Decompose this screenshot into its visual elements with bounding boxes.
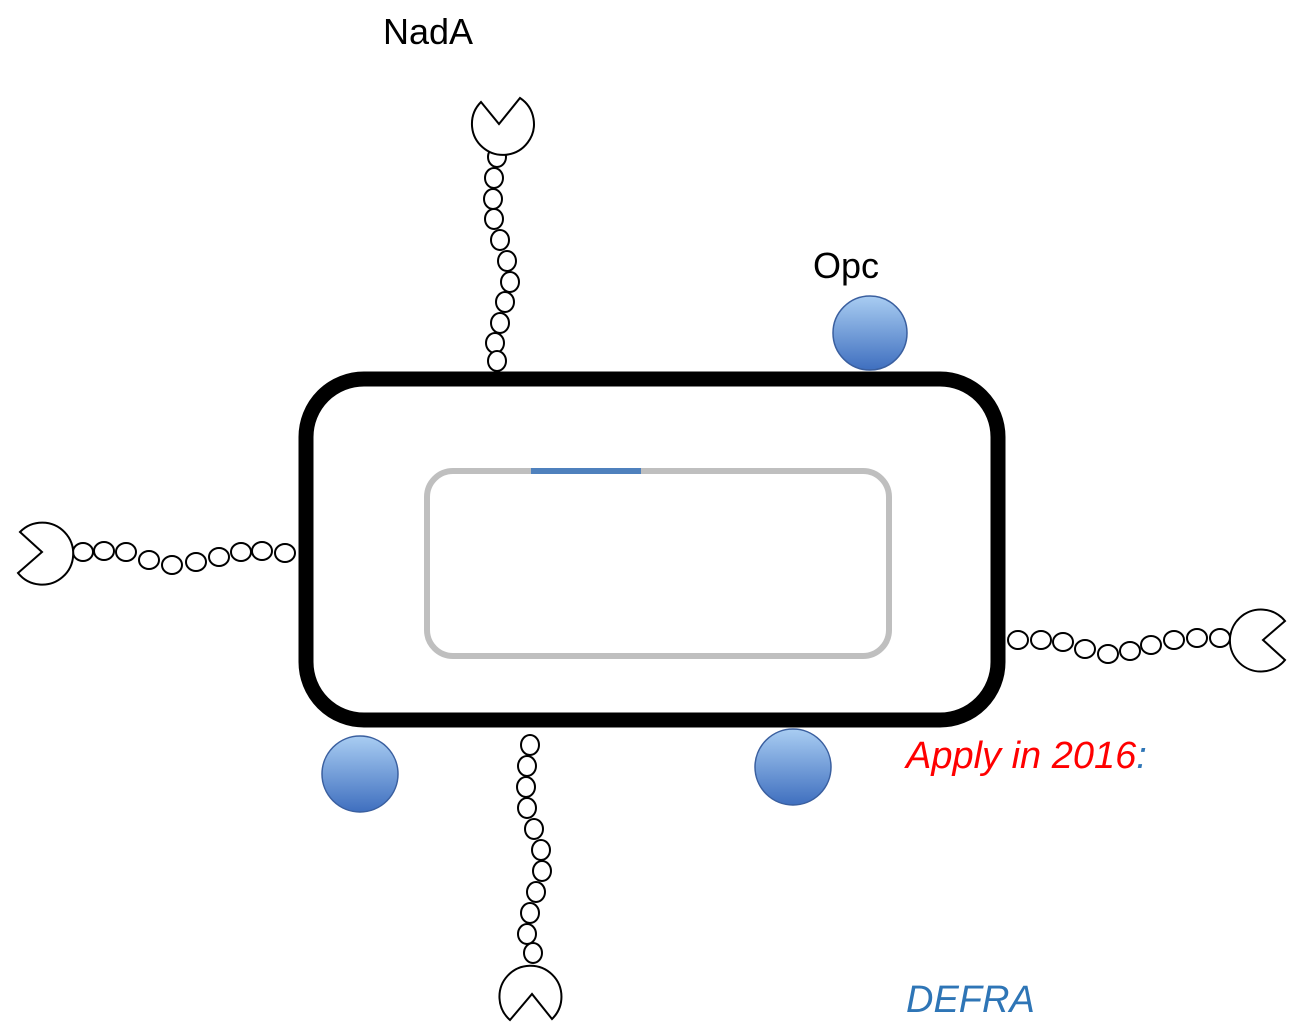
chain-right-bead-2 bbox=[1030, 630, 1052, 650]
chain-bottom-bead-10 bbox=[517, 923, 537, 945]
cell-outer-membrane bbox=[298, 371, 1006, 728]
adhesin-head-bottom-icon bbox=[498, 964, 563, 1022]
chain-top-bead-8 bbox=[495, 291, 515, 313]
adhesin-head-left-icon bbox=[16, 521, 75, 586]
chain-right-bead-8 bbox=[1163, 630, 1185, 650]
inner-membrane bbox=[424, 468, 892, 659]
chain-right-bead-7 bbox=[1140, 635, 1162, 655]
chain-bottom-bead-11 bbox=[523, 942, 543, 964]
bead-chain-right bbox=[1007, 628, 1231, 664]
chain-left-bead-5 bbox=[161, 555, 183, 575]
chain-left-bead-6 bbox=[185, 552, 207, 572]
chain-bottom-bead-7 bbox=[532, 860, 552, 882]
chain-left-bead-7 bbox=[208, 547, 230, 567]
chain-top-bead-2 bbox=[484, 167, 504, 189]
chain-top-bead-4 bbox=[484, 208, 504, 230]
nada-label: NadA bbox=[383, 11, 473, 52]
chain-right-bead-5 bbox=[1097, 644, 1119, 664]
chain-bottom-bead-4 bbox=[517, 797, 537, 819]
chain-bottom-bead-6 bbox=[531, 839, 551, 861]
chain-left-bead-3 bbox=[115, 542, 137, 562]
chain-left-bead-10 bbox=[274, 543, 296, 563]
bead-chain-bottom bbox=[516, 734, 552, 964]
adhesin-head-right-icon bbox=[1228, 608, 1287, 673]
chain-top-bead-7 bbox=[500, 271, 520, 293]
opc-protein-top bbox=[832, 295, 908, 371]
note-apply-text: Apply in 2016 bbox=[904, 735, 1137, 777]
chain-right-bead-4 bbox=[1074, 639, 1096, 659]
chain-top-bead-11 bbox=[487, 350, 507, 372]
chain-left-bead-4 bbox=[138, 550, 160, 570]
chain-right-bead-10 bbox=[1209, 628, 1231, 648]
protein-bottom-left bbox=[321, 735, 399, 813]
chain-right-bead-3 bbox=[1052, 632, 1074, 652]
defra-text: DEFRA bbox=[906, 979, 1035, 1021]
chain-top-bead-3 bbox=[483, 188, 503, 210]
chain-right-bead-1 bbox=[1007, 630, 1029, 650]
chain-bottom-bead-8 bbox=[526, 881, 546, 903]
chain-top-bead-10 bbox=[485, 332, 505, 354]
chain-left-bead-2 bbox=[93, 541, 115, 561]
bead-chain-left bbox=[72, 541, 296, 575]
opc-label: Opc bbox=[813, 245, 879, 286]
chain-top-bead-5 bbox=[490, 229, 510, 251]
chain-bottom-bead-5 bbox=[524, 818, 544, 840]
adhesin-head-top-icon bbox=[470, 96, 535, 156]
chain-bottom-bead-3 bbox=[516, 776, 536, 798]
chain-right-bead-9 bbox=[1186, 628, 1208, 648]
chain-bottom-bead-9 bbox=[520, 902, 540, 924]
chain-right-bead-6 bbox=[1119, 641, 1141, 661]
chain-top-bead-9 bbox=[490, 312, 510, 334]
chain-left-bead-8 bbox=[230, 542, 252, 562]
chain-left-bead-9 bbox=[251, 541, 273, 561]
nada-bead-chain-top bbox=[483, 146, 520, 372]
chain-left-bead-1 bbox=[72, 542, 94, 562]
chain-bottom-bead-2 bbox=[517, 755, 537, 777]
note-colon: : bbox=[1136, 735, 1147, 777]
chain-top-bead-6 bbox=[497, 250, 517, 272]
application-note: Apply in 2016: bbox=[904, 735, 1147, 777]
chain-bottom-bead-1 bbox=[520, 734, 540, 756]
protein-bottom-right bbox=[754, 728, 832, 806]
